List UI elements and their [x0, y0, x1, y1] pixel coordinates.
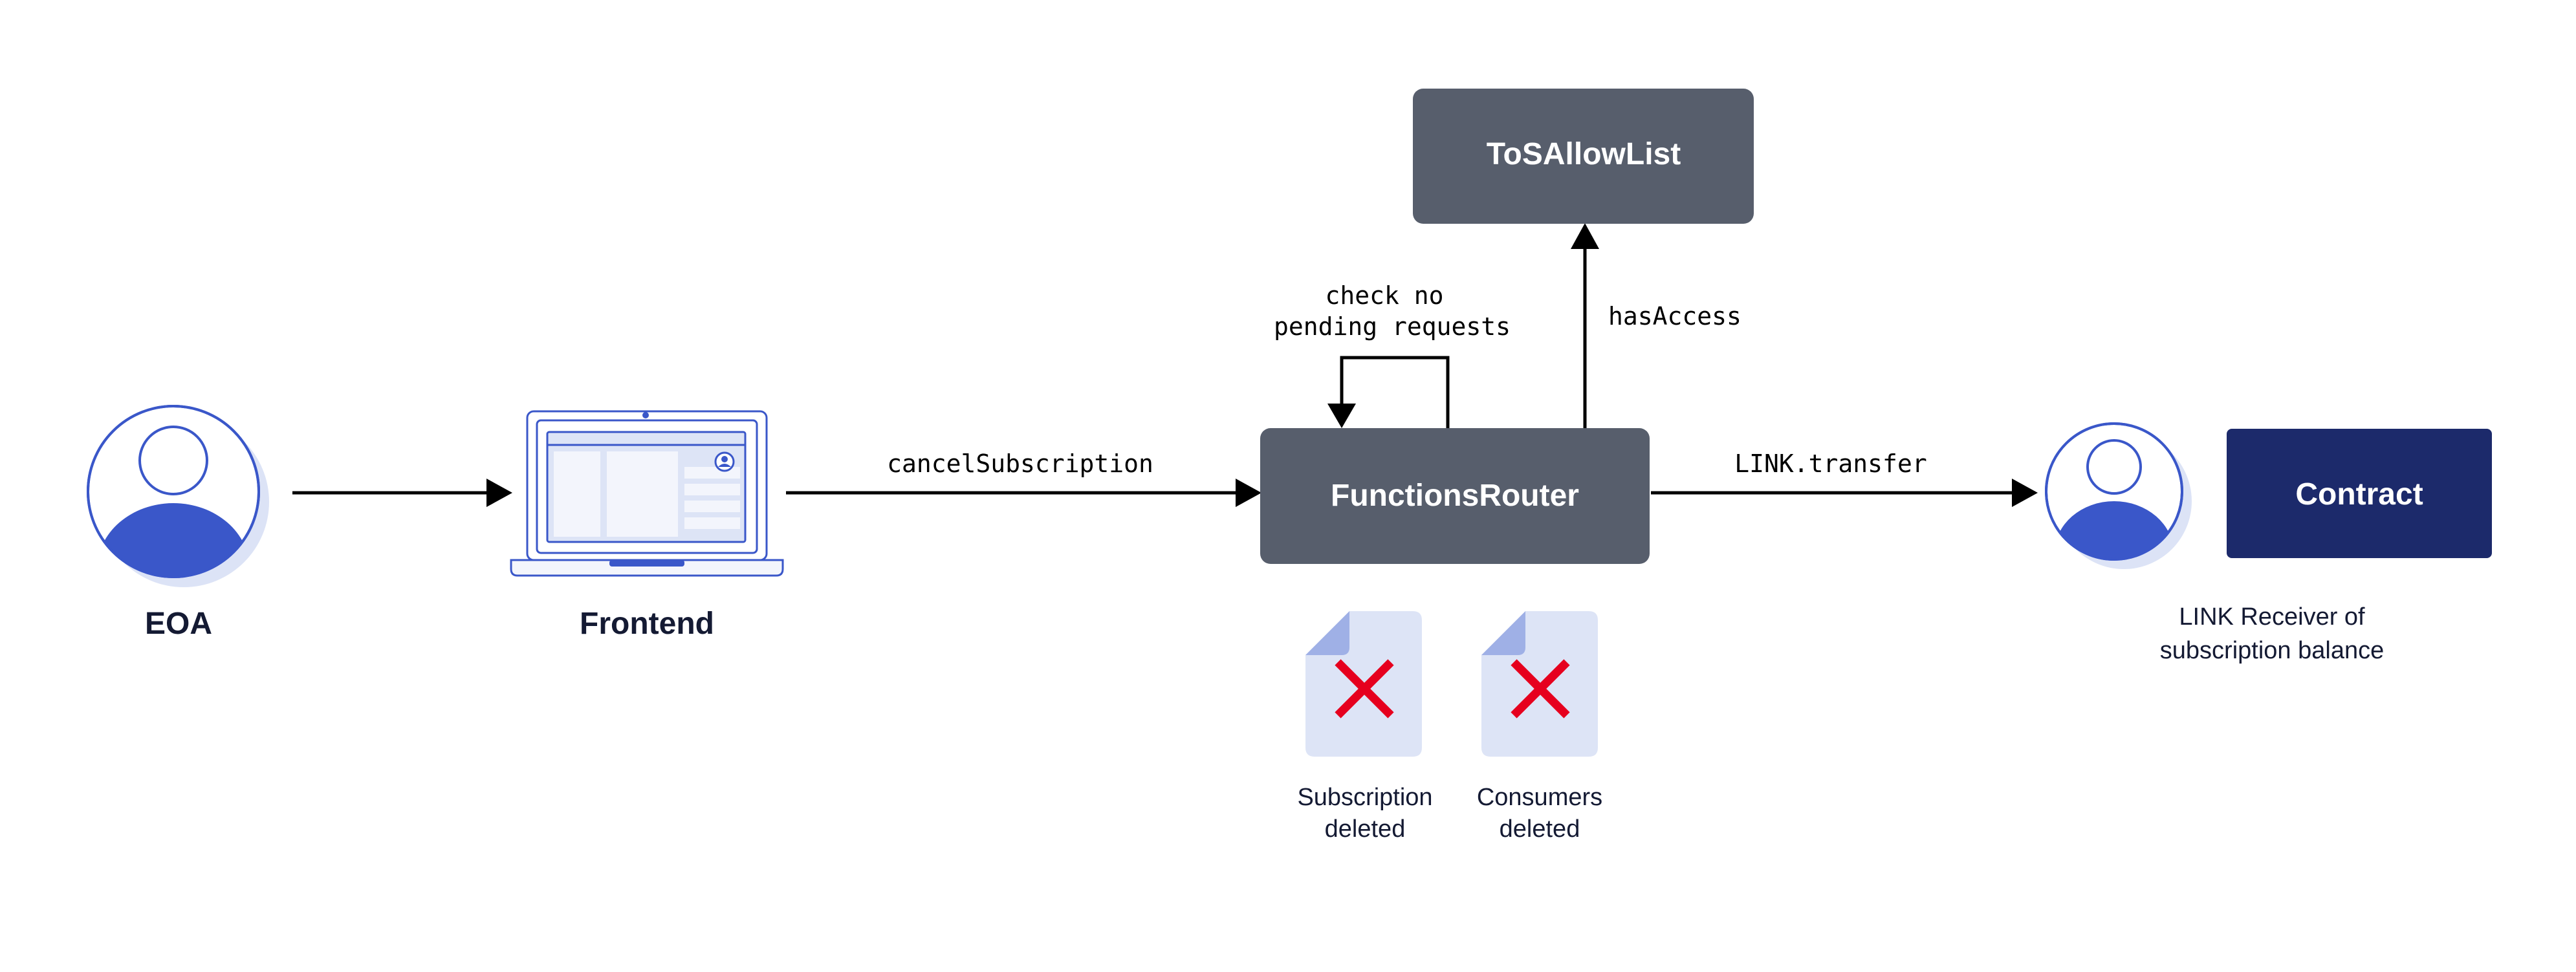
- self-check-label-line1: check no: [1325, 281, 1443, 310]
- self-check-label-line2: pending requests: [1274, 312, 1511, 341]
- link-transfer-label: LINK.transfer: [1734, 449, 1927, 478]
- eoa-node: EOA: [87, 405, 269, 641]
- frontend-node: Frontend: [510, 410, 784, 641]
- contract-node: Contract: [2227, 429, 2492, 558]
- cancel-subscription-label: cancelSubscription: [887, 449, 1153, 478]
- tos-allowlist-node: ToSAllowList: [1413, 89, 1754, 224]
- contract-label: Contract: [2295, 477, 2423, 512]
- consumers-deleted-doc: Consumers deleted: [1477, 611, 1602, 843]
- eoa-label: EOA: [145, 607, 212, 641]
- has-access-label: hasAccess: [1608, 302, 1741, 330]
- arrow-eoa-frontend: [292, 479, 512, 507]
- arrow-cancel-subscription: cancelSubscription: [786, 449, 1261, 507]
- frontend-label: Frontend: [580, 607, 714, 641]
- arrow-link-transfer: LINK.transfer: [1651, 449, 2038, 507]
- tos-allowlist-label: ToSAllowList: [1487, 137, 1681, 171]
- subscription-deleted-line1: Subscription: [1297, 784, 1432, 811]
- deleted-document-icon: [1305, 611, 1422, 757]
- receiver-caption-line1: LINK Receiver of: [2179, 603, 2365, 631]
- subscription-deleted-line2: deleted: [1325, 815, 1406, 843]
- laptop-icon: [510, 410, 784, 577]
- functions-router-node: FunctionsRouter: [1260, 428, 1650, 564]
- arrow-has-access: hasAccess: [1571, 223, 1741, 428]
- consumers-deleted-line2: deleted: [1500, 815, 1580, 843]
- subscription-deleted-doc: Subscription deleted: [1297, 611, 1433, 843]
- link-receiver-node: LINK Receiver of subscription balance: [2045, 422, 2384, 664]
- consumers-deleted-line1: Consumers: [1477, 784, 1602, 811]
- self-check-loop: check no pending requests: [1274, 281, 1511, 428]
- user-avatar-icon: [2045, 422, 2192, 569]
- functions-router-label: FunctionsRouter: [1331, 479, 1579, 513]
- receiver-caption-line2: subscription balance: [2160, 637, 2384, 664]
- deleted-document-icon: [1481, 611, 1598, 757]
- user-avatar-icon: [87, 405, 269, 587]
